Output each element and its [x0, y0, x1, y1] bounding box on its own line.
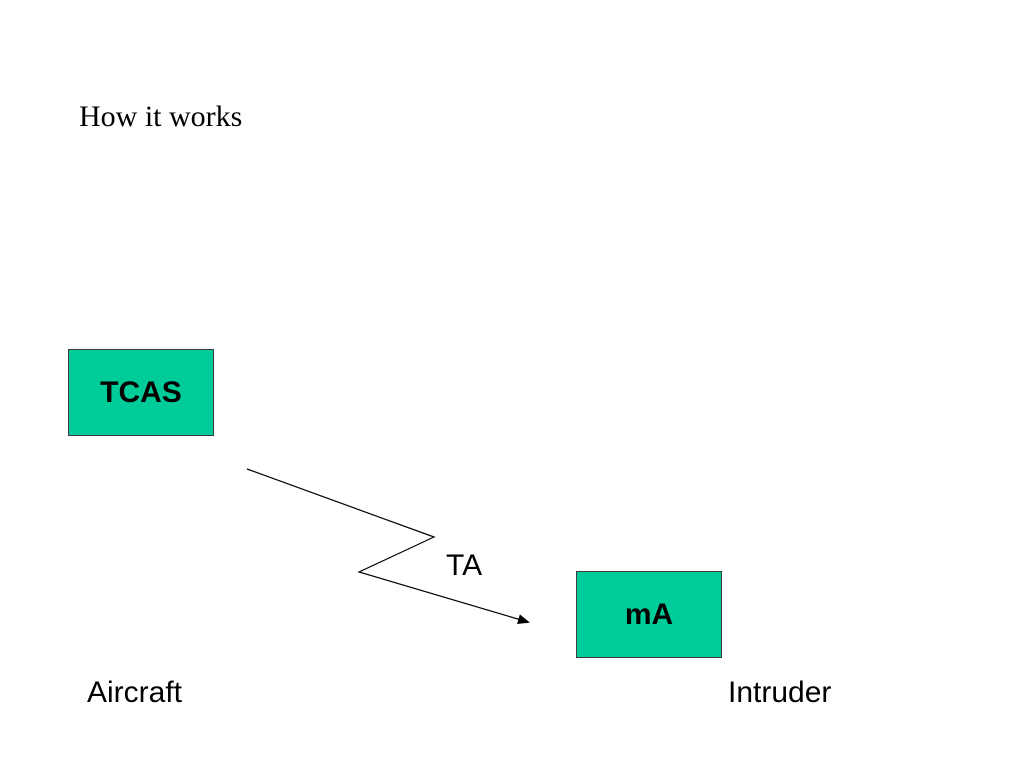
ta-label: TA — [446, 549, 483, 582]
tcas-box-label: TCAS — [100, 375, 182, 409]
intruder-label: Intruder — [728, 676, 832, 709]
tcas-box: TCAS — [68, 349, 214, 436]
slide-title: How it works — [79, 100, 243, 133]
signal-arrow — [246, 468, 530, 624]
ma-box-label: mA — [624, 597, 674, 631]
aircraft-label: Aircraft — [87, 676, 183, 709]
ma-box: mA — [576, 571, 722, 658]
